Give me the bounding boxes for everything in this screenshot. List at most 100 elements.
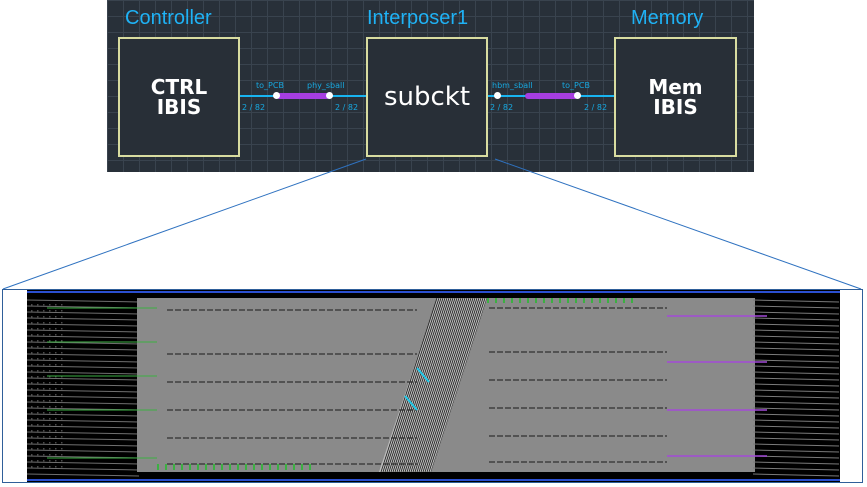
right-width-b-label: 2 / 82 — [584, 103, 608, 112]
layout-via — [301, 464, 303, 470]
layout-pad — [37, 376, 39, 378]
controller-block-text: CTRL IBIS — [150, 75, 208, 119]
layout-pad — [43, 328, 45, 330]
layout-pad — [61, 364, 63, 366]
layout-pad — [37, 442, 39, 444]
right-bus-pin-a[interactable] — [494, 92, 501, 99]
layout-pad — [49, 370, 51, 372]
layout-pad — [43, 460, 45, 462]
layout-pad — [37, 364, 39, 366]
layout-diagonal-trace — [410, 297, 468, 473]
layout-via — [583, 298, 585, 303]
layout-via — [293, 464, 295, 470]
layout-pad — [61, 358, 63, 360]
layout-fanout-left — [27, 467, 140, 471]
memory-block[interactable]: Mem IBIS — [614, 37, 737, 157]
layout-pad — [49, 424, 51, 426]
layout-pad — [43, 322, 45, 324]
layout-pad — [37, 412, 39, 414]
layout-pad — [43, 388, 45, 390]
layout-pad — [49, 304, 51, 306]
layout-via — [599, 298, 601, 303]
layout-pad — [31, 454, 33, 456]
layout-pad — [61, 346, 63, 348]
controller-block[interactable]: CTRL IBIS — [118, 37, 240, 157]
layout-fanout-right — [752, 383, 840, 387]
layout-pad — [43, 304, 45, 306]
right-width-a-label: 2 / 82 — [490, 103, 514, 112]
layout-pad — [61, 388, 63, 390]
layout-pad — [43, 424, 45, 426]
layout-diagonal-trace — [392, 297, 450, 473]
layout-pad — [31, 334, 33, 336]
layout-fanout-right — [752, 347, 840, 351]
left-bus[interactable] — [276, 93, 330, 99]
layout-pad — [37, 436, 39, 438]
layout-pad — [61, 316, 63, 318]
layout-fanout-left — [27, 401, 140, 405]
layout-pad — [31, 388, 33, 390]
layout-fanout-right — [752, 461, 840, 465]
layout-via — [551, 298, 553, 303]
layout-via — [213, 464, 215, 470]
left-bus-pin-b[interactable] — [326, 92, 333, 99]
layout-fanout-right — [752, 323, 840, 327]
interposer-block[interactable]: subckt — [366, 37, 488, 157]
layout-fanout-right — [752, 389, 840, 393]
right-bus[interactable] — [525, 93, 578, 99]
layout-pad — [55, 376, 57, 378]
right-bus-pin-b[interactable] — [574, 92, 581, 99]
layout-pad — [37, 466, 39, 468]
right-port-b-label: to_PCB — [562, 81, 590, 90]
layout-via — [511, 298, 513, 303]
layout-fanout-right — [752, 353, 840, 357]
layout-pad — [55, 448, 57, 450]
layout-pad — [61, 370, 63, 372]
layout-pad — [49, 376, 51, 378]
layout-via — [237, 464, 239, 470]
left-bus-pin-a[interactable] — [273, 92, 280, 99]
layout-pad — [49, 310, 51, 312]
layout-pad — [37, 406, 39, 408]
layout-fanout-left — [27, 389, 140, 393]
layout-via — [253, 464, 255, 470]
layout-pad — [31, 346, 33, 348]
layout-pad — [37, 328, 39, 330]
layout-pad — [37, 358, 39, 360]
layout-pad — [61, 460, 63, 462]
layout-pad — [31, 430, 33, 432]
layout-pad — [37, 400, 39, 402]
layout-via — [591, 298, 593, 303]
layout-diagonal-trace — [396, 297, 454, 473]
layout-pad — [31, 310, 33, 312]
layout-pad — [55, 424, 57, 426]
layout-pad — [55, 394, 57, 396]
layout-pad — [55, 454, 57, 456]
layout-diagonal-trace — [386, 297, 444, 473]
layout-pad — [55, 466, 57, 468]
layout-pad — [61, 430, 63, 432]
layout-pad — [43, 400, 45, 402]
layout-diagonal-trace — [404, 297, 462, 473]
layout-diagonal-trace — [382, 297, 440, 473]
layout-pad — [61, 406, 63, 408]
layout-via — [181, 464, 183, 470]
layout-pad — [55, 316, 57, 318]
layout-pad — [55, 406, 57, 408]
layout-pad — [61, 424, 63, 426]
layout-via — [189, 464, 191, 470]
layout-via — [205, 464, 207, 470]
layout-pad — [31, 466, 33, 468]
layout-pad — [49, 358, 51, 360]
layout-diagonal-trace — [414, 297, 472, 473]
layout-pad — [31, 412, 33, 414]
layout-via — [631, 298, 633, 303]
layout-pad — [55, 328, 57, 330]
layout-pad — [31, 400, 33, 402]
layout-pad — [43, 436, 45, 438]
layout-fanout-left — [27, 461, 140, 465]
layout-fanout-right — [752, 455, 840, 459]
layout-diagonal-trace — [402, 297, 460, 473]
layout-diagonal-trace — [400, 297, 458, 473]
layout-pad — [49, 406, 51, 408]
